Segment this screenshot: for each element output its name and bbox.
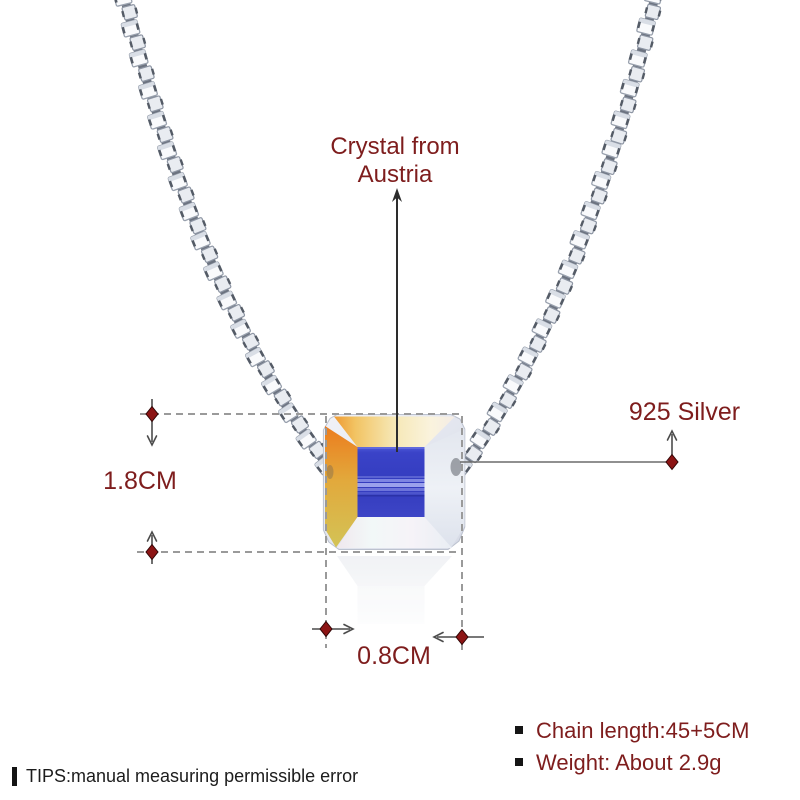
cube-face-stripes <box>357 447 425 497</box>
chain-hole-left <box>326 465 334 479</box>
chain-hole-right <box>450 458 462 476</box>
crystal-cube-pendant <box>322 414 466 550</box>
diamond-marker <box>665 453 679 471</box>
spec-weight: Weight: About 2.9g <box>536 750 722 775</box>
height-dimension <box>145 399 159 564</box>
pendant-reflection <box>318 554 470 638</box>
cube-bottom-bevel <box>337 517 452 548</box>
width-label: 0.8CM <box>357 642 431 670</box>
chain-left <box>112 0 336 476</box>
cube-left-bevel <box>325 426 358 548</box>
silver-callout <box>460 429 679 471</box>
height-label: 1.8CM <box>103 467 177 495</box>
crystal-origin-label: Crystal from Austria <box>330 133 460 188</box>
cube-top-bevel <box>334 416 455 447</box>
spec-row-chain-length: Chain length:45+5CM <box>515 719 749 751</box>
diamond-marker <box>455 628 469 646</box>
bullet-square-icon <box>515 726 523 734</box>
diamond-marker <box>145 405 159 423</box>
spec-list: Chain length:45+5CM Weight: About 2.9g <box>515 719 749 783</box>
width-dimension <box>312 620 484 646</box>
spec-chain-length: Chain length:45+5CM <box>536 718 750 743</box>
diamond-marker <box>145 543 159 561</box>
tips-text: TIPS:manual measuring permissible error <box>26 766 359 786</box>
tips-note: TIPS:manual measuring permissible error <box>12 766 358 787</box>
bullet-square-icon <box>515 758 523 766</box>
material-label: 925 Silver <box>628 398 741 426</box>
tips-bar-icon <box>12 767 17 786</box>
crystal-pointer <box>392 188 402 452</box>
measure-guides <box>137 413 463 650</box>
chain-right <box>451 0 664 477</box>
diamond-marker <box>319 620 333 638</box>
spec-row-weight: Weight: About 2.9g <box>515 751 749 783</box>
